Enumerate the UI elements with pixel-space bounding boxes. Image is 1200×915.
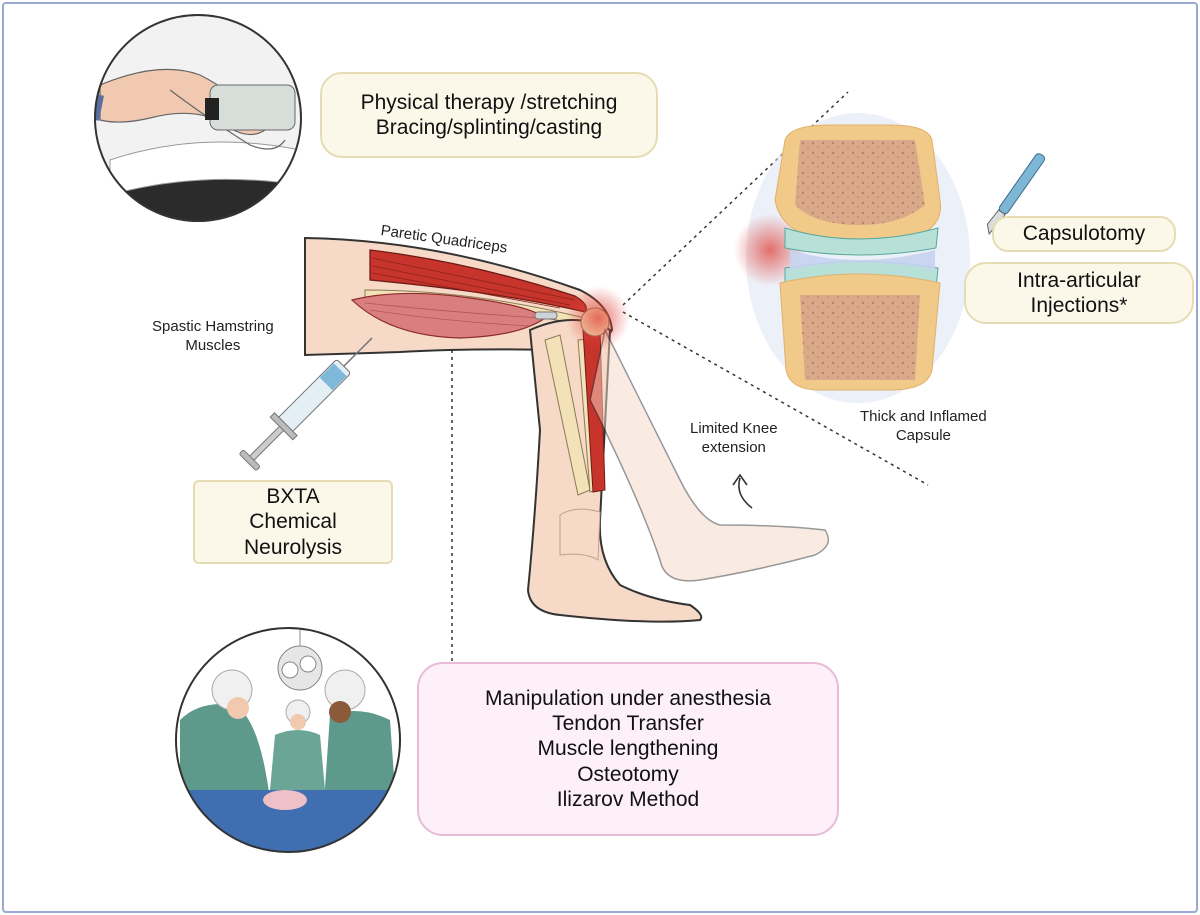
intra-articular-line-2: Injections* (1030, 294, 1128, 317)
dotted-leader-lines (451, 91, 929, 662)
thick-capsule-line-1: Thick and Inflamed (860, 408, 987, 425)
limited-knee-line-2: extension (701, 438, 766, 456)
intra-articular-box: Intra-articular Injections* (964, 262, 1194, 324)
knee-inflammation (566, 286, 630, 350)
limited-extension-arrow (732, 473, 753, 509)
surgical-options-box: Manipulation under anesthesia Tendon Tra… (417, 662, 839, 836)
ghost-leg (589, 327, 830, 582)
thigh (304, 236, 614, 357)
chemical-neurolysis-box: BXTA Chemical Neurolysis (193, 480, 393, 564)
surgery-photo (176, 628, 400, 852)
thick-capsule-label: Thick and Inflamed Capsule (860, 408, 987, 446)
spastic-hamstring-line-1: Spastic Hamstring (152, 318, 274, 335)
limited-knee-extension-label: Limited Knee extension (690, 420, 778, 458)
surgical-line-3: Muscle lengthening (537, 737, 719, 761)
stretching-photo (95, 15, 301, 221)
surgical-line-5: Ilizarov Method (556, 787, 700, 811)
chemical-line-2: Chemical (249, 510, 337, 534)
conservative-line-1: Physical therapy /stretching (360, 90, 618, 114)
chemical-line-1: BXTA (266, 485, 320, 509)
capsulotomy-box: Capsulotomy (992, 216, 1176, 252)
conservative-line-2: Bracing/splinting/casting (375, 116, 603, 139)
syringe-icon (239, 337, 373, 471)
chemical-line-3: Neurolysis (243, 535, 343, 559)
thick-capsule-line-2: Capsule (895, 426, 951, 444)
joint-cross-section (734, 113, 970, 403)
conservative-treatment-box: Physical therapy /stretching Bracing/spl… (320, 72, 658, 158)
capsulotomy-label: Capsulotomy (1022, 222, 1146, 246)
surgical-line-4: Osteotomy (577, 762, 679, 786)
surgical-line-1: Manipulation under anesthesia (484, 687, 772, 711)
surgical-line-2: Tendon Transfer (552, 712, 704, 736)
spastic-hamstring-line-2: Muscles (185, 336, 241, 354)
intra-articular-line-1: Intra-articular (1017, 268, 1141, 292)
spastic-hamstring-label: Spastic Hamstring Muscles (152, 318, 274, 356)
limited-knee-line-1: Limited Knee (690, 420, 778, 437)
